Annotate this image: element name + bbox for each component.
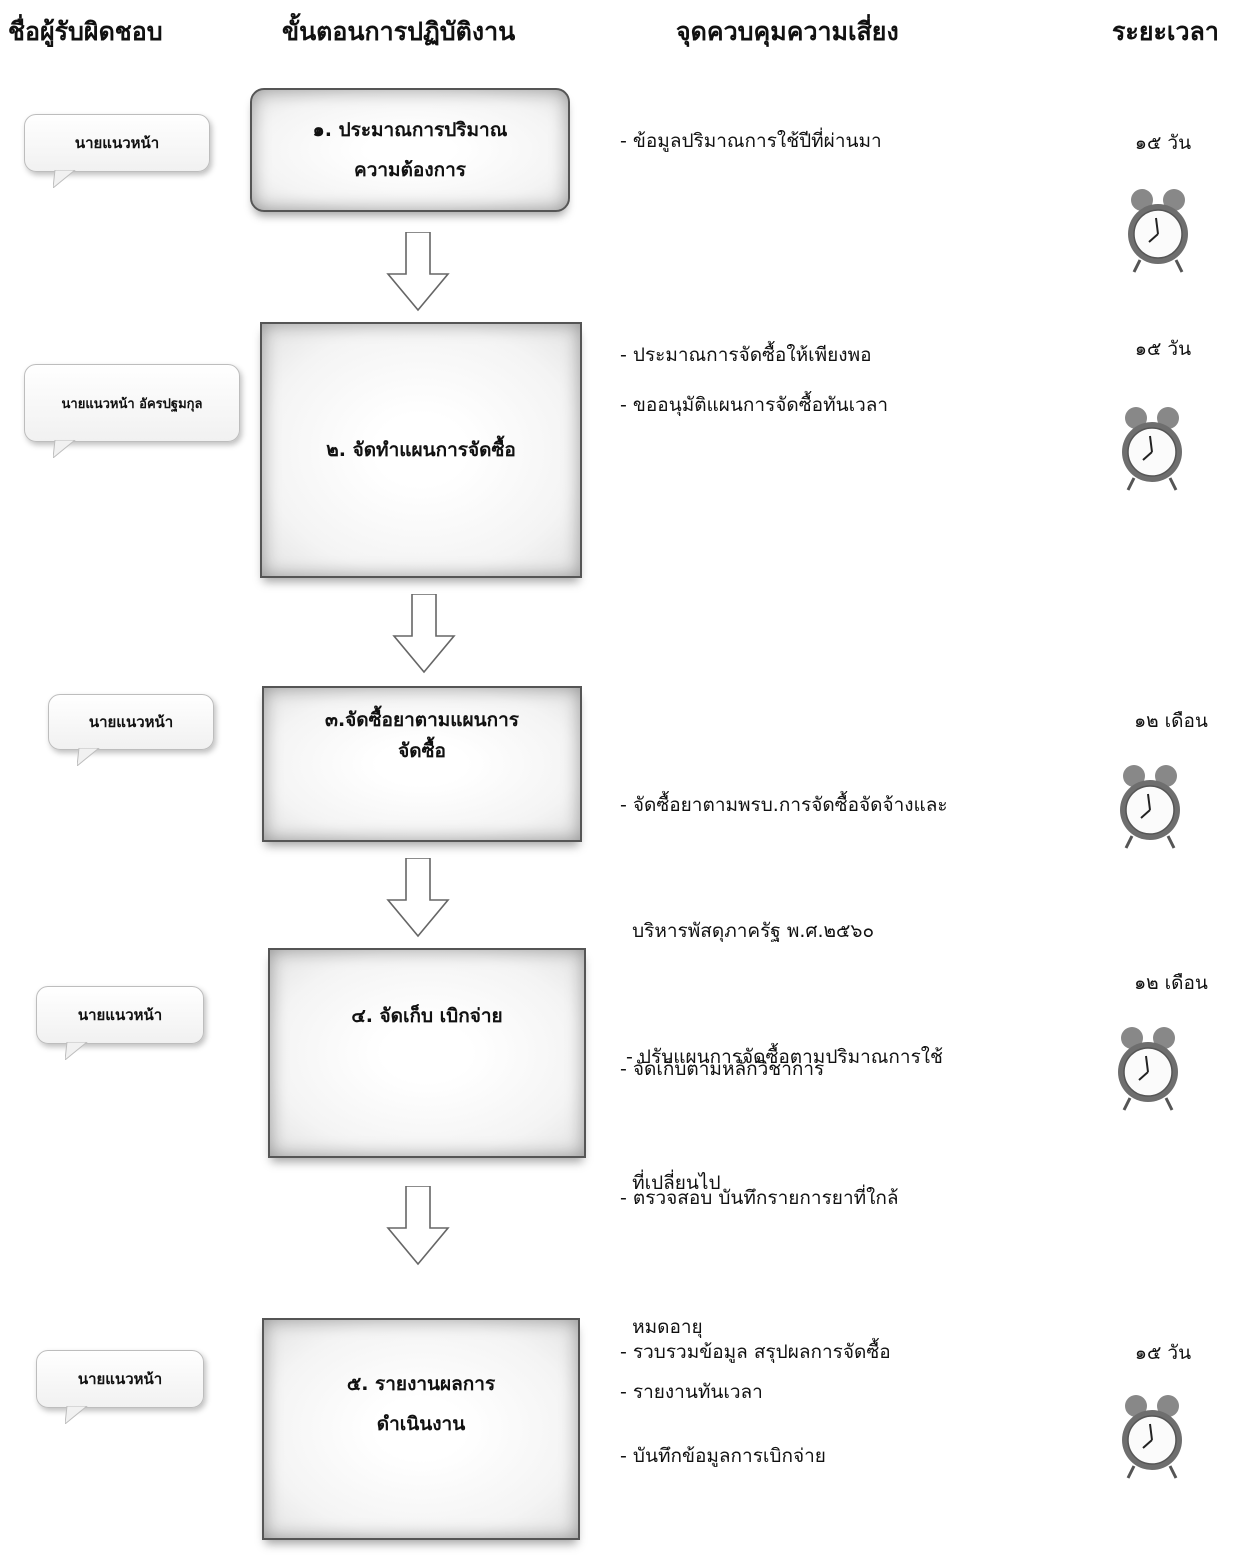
procedure-step-2: ๒. จัดทำแผนการจัดซื้อ [260, 322, 582, 578]
procedure-step-3: ๓.จัดซื้อยาตามแผนการ จัดซื้อ [262, 686, 582, 842]
procedure-step-1: ๑. ประมาณการปริมาณ ความต้องการ [250, 88, 570, 212]
risk-item: - ปรับแผนการจัดซื้อตามปริมาณการใช้ [620, 1046, 943, 1068]
responsible-name: นายแนวหน้า [88, 713, 174, 731]
alarm-clock-icon [1118, 1027, 1178, 1111]
risk-item: - รวบรวมข้อมูล สรุปผลการจัดซื้อ [620, 1341, 891, 1363]
risk-item: - ประมาณการจัดซื้อให้เพียงพอ [620, 344, 872, 366]
risk-list: - ประมาณการจัดซื้อให้เพียงพอ - ขออนุมัติ… [620, 330, 888, 430]
header-procedure: ขั้นตอนการปฏิบัติงาน [282, 17, 516, 46]
responsible-callout: นายแนวหน้า [48, 694, 214, 766]
alarm-clock-icon [1120, 765, 1180, 849]
risk-list: - จัดซื้อยาตามพรบ.การจัดซื้อจัดจ้างและ บ… [620, 700, 948, 1246]
risk-item: ที่เปลี่ยนไป [620, 1172, 721, 1194]
step-line: ความต้องการ [354, 159, 466, 181]
down-arrow-icon [386, 232, 450, 312]
header-control: จุดควบคุมความเสี่ยง [676, 17, 899, 46]
responsible-callout: นายแนวหน้า [24, 114, 210, 188]
callout-tail [65, 1406, 88, 1424]
step-line: ๔. จัดเก็บ เบิกจ่าย [351, 1005, 503, 1027]
responsible-name: นายแนวหน้า [74, 134, 160, 152]
risk-item: - ตรวจสอบ บันทึกรายการยาที่ใกล้ [620, 1187, 899, 1209]
duration-label: ๑๕ วัน [1134, 1342, 1192, 1364]
down-arrow-icon [386, 858, 450, 938]
header-duration: ระยะเวลา [1112, 17, 1219, 46]
responsible-callout: นายแนวหน้า อัครปฐมกุล [24, 364, 240, 458]
duration-label: ๑๕ วัน [1134, 132, 1192, 154]
header-responsible: ชื่อผู้รับผิดชอบ [8, 17, 163, 46]
step-line: ๑. ประมาณการปริมาณ [312, 119, 508, 141]
step-line: ๕. รายงานผลการ [346, 1373, 496, 1395]
risk-list: - รวบรวมข้อมูล สรุปผลการจัดซื้อ - รายงาน… [620, 1332, 891, 1412]
step-line: ๓.จัดซื้อยาตามแผนการ [324, 709, 520, 731]
alarm-clock-icon [1122, 1395, 1182, 1479]
callout-tail [53, 170, 76, 188]
risk-item: - บันทึกข้อมูลการเบิกจ่าย [620, 1445, 826, 1467]
risk-item: หมดอายุ [620, 1316, 703, 1338]
responsible-name: นายแนวหน้า อัครปฐมกุล [61, 396, 203, 412]
callout-tail [65, 1042, 88, 1060]
step-line: ดำเนินงาน [376, 1413, 466, 1435]
alarm-clock-icon [1128, 189, 1188, 273]
responsible-callout: นายแนวหน้า [36, 986, 204, 1060]
procedure-step-4: ๔. จัดเก็บ เบิกจ่าย [268, 948, 586, 1158]
step-line: จัดซื้อ [398, 740, 446, 762]
step-line: ๒. จัดทำแผนการจัดซื้อ [326, 439, 516, 461]
risk-item: - ข้อมูลปริมาณการใช้ปีที่ผ่านมา [620, 130, 882, 152]
callout-tail [77, 748, 100, 766]
down-arrow-icon [392, 594, 456, 674]
duration-label: ๑๕ วัน [1134, 338, 1192, 360]
alarm-clock-icon [1122, 407, 1182, 491]
risk-item: - ขออนุมัติแผนการจัดซื้อทันเวลา [620, 394, 889, 416]
duration-label: ๑๒ เดือน [1134, 972, 1208, 994]
down-arrow-icon [386, 1186, 450, 1266]
risk-item: - จัดเก็บตามหลักวิชาการ [620, 1058, 825, 1080]
procedure-step-5: ๕. รายงานผลการ ดำเนินงาน [262, 1318, 580, 1540]
risk-list: - ข้อมูลปริมาณการใช้ปีที่ผ่านมา [620, 122, 882, 160]
duration-label: ๑๒ เดือน [1134, 710, 1208, 732]
responsible-name: นายแนวหน้า [77, 1006, 163, 1024]
responsible-name: นายแนวหน้า [77, 1370, 163, 1388]
callout-tail [53, 440, 76, 458]
risk-item: - รายงานทันเวลา [620, 1381, 763, 1403]
responsible-callout: นายแนวหน้า [36, 1350, 204, 1424]
risk-item: - จัดซื้อยาตามพรบ.การจัดซื้อจัดจ้างและ [620, 794, 948, 816]
risk-list: - จัดเก็บตามหลักวิชาการ - ตรวจสอบ บันทึก… [620, 962, 899, 1521]
risk-item: บริหารพัสดุภาครัฐ พ.ศ.๒๕๖๐ [620, 920, 875, 942]
